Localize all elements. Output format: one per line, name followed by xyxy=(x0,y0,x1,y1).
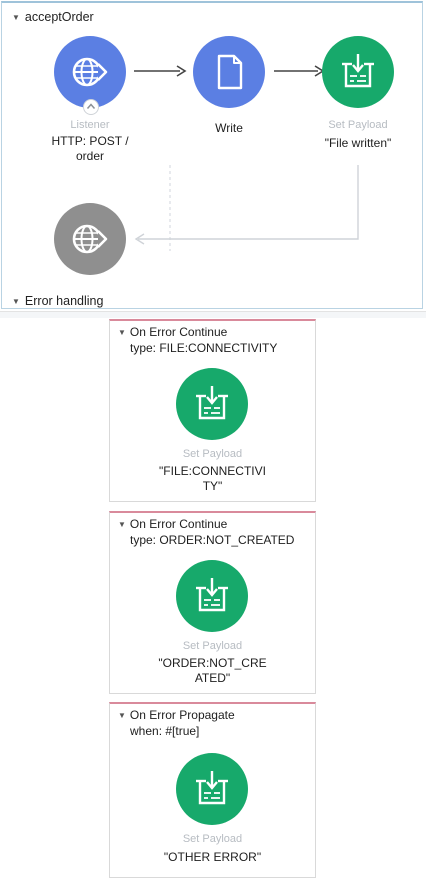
flow-title: acceptOrder xyxy=(24,10,94,24)
source-badge-icon xyxy=(83,99,99,115)
error-handler-header[interactable]: ▼On Error Propagate when: #[true] xyxy=(118,708,235,739)
collapse-triangle-icon[interactable]: ▼ xyxy=(12,297,20,306)
set-payload-node[interactable] xyxy=(176,560,248,632)
set-payload-icon xyxy=(196,578,228,612)
set-payload-label: "FILE:CONNECTIVI TY" xyxy=(159,464,266,493)
collapse-triangle-icon[interactable]: ▼ xyxy=(118,328,126,337)
collapse-triangle-icon[interactable]: ▼ xyxy=(12,13,20,22)
response-return-path xyxy=(134,165,359,251)
error-handler-condition: type: ORDER:NOT_CREATED xyxy=(130,533,295,547)
set-payload-label: "OTHER ERROR" xyxy=(163,850,262,864)
set-payload-type-label: Set Payload xyxy=(328,119,388,131)
error-handler-header[interactable]: ▼On Error Continue type: FILE:CONNECTIVI… xyxy=(118,325,277,356)
listener-label: HTTP: POST / order xyxy=(51,134,129,163)
set-payload-node[interactable] xyxy=(176,753,248,825)
flow-accept-order[interactable]: ▼ acceptOrder Listener HTTP: POST / order… xyxy=(1,1,423,309)
set-payload-node[interactable] xyxy=(176,368,248,440)
error-handler-condition: type: FILE:CONNECTIVITY xyxy=(130,341,278,355)
error-handler-kind: On Error Propagate xyxy=(129,708,235,722)
set-payload-type-label: Set Payload xyxy=(182,640,243,652)
set-payload-icon xyxy=(342,54,374,88)
flow-arrow xyxy=(274,65,325,77)
collapse-triangle-icon[interactable]: ▼ xyxy=(118,711,126,720)
set-payload-label: "ORDER:NOT_CRE ATED" xyxy=(158,656,267,685)
globe-connector-icon xyxy=(72,57,108,87)
listener-type-label: Listener xyxy=(70,119,110,131)
write-label: Write xyxy=(215,121,243,135)
flow-arrow xyxy=(134,65,187,77)
set-payload-label: "File written" xyxy=(324,136,392,150)
set-payload-type-label: Set Payload xyxy=(182,448,243,460)
error-handler-kind: On Error Continue xyxy=(129,325,228,339)
globe-connector-icon xyxy=(72,224,108,254)
error-handling-title: Error handling xyxy=(24,294,104,308)
flow-title-row[interactable]: ▼ acceptOrder xyxy=(12,10,94,24)
error-handler-propagate[interactable]: ▼On Error Propagate when: #[true] Set Pa… xyxy=(109,702,316,878)
set-payload-type-label: Set Payload xyxy=(182,833,243,845)
collapse-triangle-icon[interactable]: ▼ xyxy=(118,520,126,529)
set-payload-icon xyxy=(196,771,228,805)
error-handler-header[interactable]: ▼On Error Continue type: ORDER:NOT_CREAT… xyxy=(118,517,294,548)
set-payload-icon xyxy=(196,386,228,420)
error-handler-continue-order-not-created[interactable]: ▼On Error Continue type: ORDER:NOT_CREAT… xyxy=(109,511,316,694)
listener-node[interactable] xyxy=(54,36,126,108)
write-node[interactable] xyxy=(193,36,265,108)
error-handling-header[interactable]: ▼ Error handling xyxy=(12,294,103,308)
error-handler-kind: On Error Continue xyxy=(129,517,228,531)
listener-response-node[interactable] xyxy=(54,203,126,275)
set-payload-node[interactable] xyxy=(322,36,394,108)
error-handler-condition: when: #[true] xyxy=(130,724,200,738)
error-handler-continue-connectivity[interactable]: ▼On Error Continue type: FILE:CONNECTIVI… xyxy=(109,319,316,502)
section-divider xyxy=(0,311,426,318)
document-icon xyxy=(217,54,243,90)
